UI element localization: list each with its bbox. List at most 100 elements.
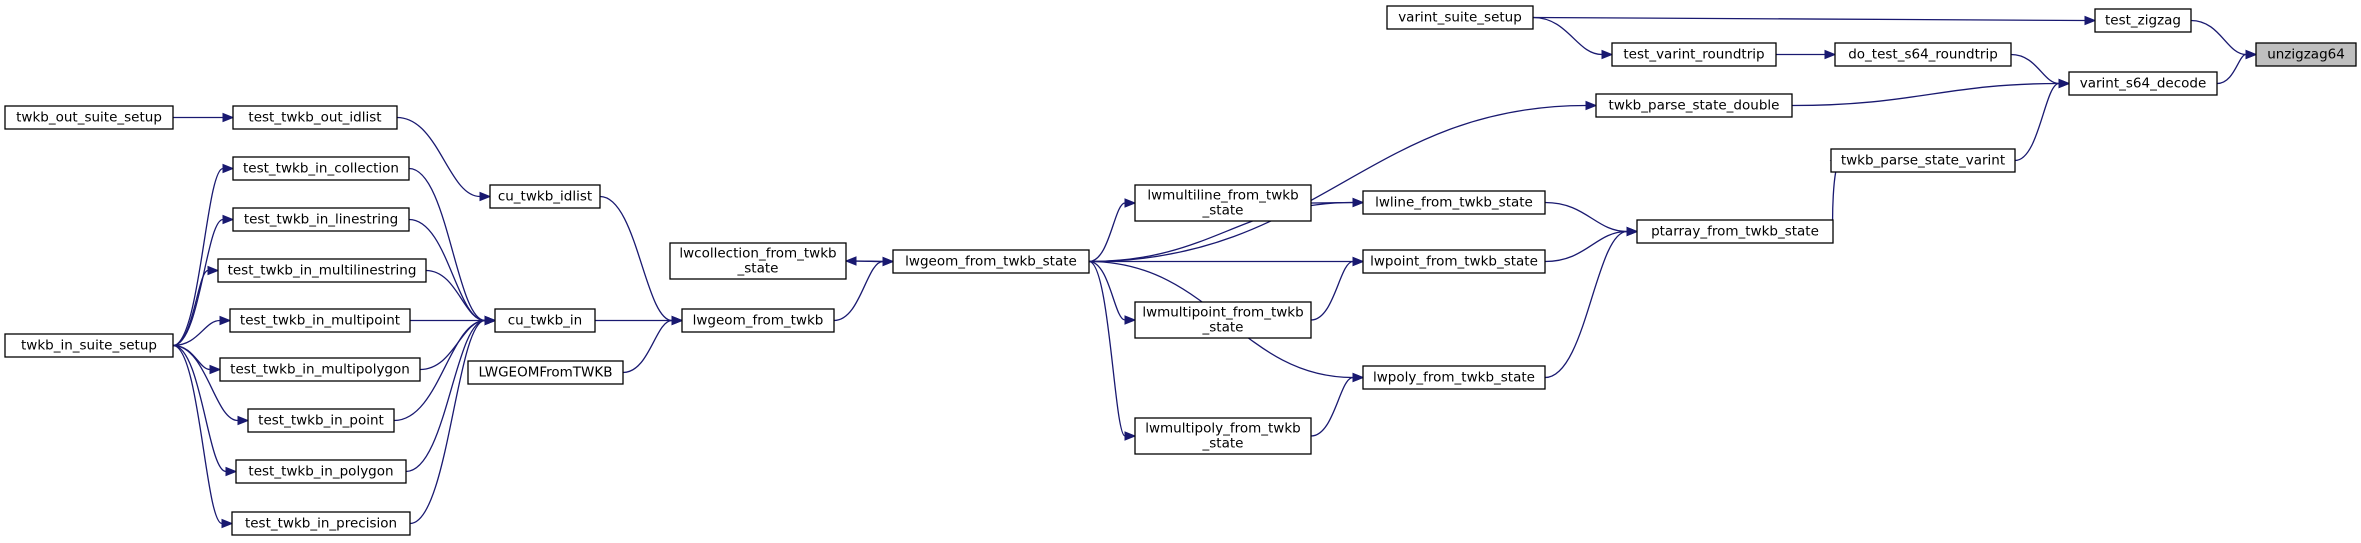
node-twkb_parse_state_double[interactable]: twkb_parse_state_double <box>1595 93 1793 118</box>
node-box <box>1386 5 1534 30</box>
node-box <box>1830 148 2016 173</box>
node-lwgeom_from_twkb_state[interactable]: lwgeom_from_twkb_state <box>892 249 1090 274</box>
edge-line <box>1088 201 1354 263</box>
node-test_twkb_in_polygon[interactable]: test_twkb_in_polygon <box>235 459 407 484</box>
edge-line <box>622 319 673 374</box>
arrowhead-icon <box>1124 431 1137 441</box>
node-box <box>494 308 596 333</box>
node-test_twkb_in_multipoint[interactable]: test_twkb_in_multipoint <box>229 308 411 333</box>
node-twkb_in_suite_setup[interactable]: twkb_in_suite_setup <box>4 333 174 358</box>
node-lwpoly_from_twkb_state[interactable]: lwpoly_from_twkb_state <box>1362 365 1546 390</box>
edge-test_twkb_in_collection-to-cu_twkb_in <box>408 167 497 326</box>
node-lwpoint_from_twkb_state[interactable]: lwpoint_from_twkb_state <box>1362 249 1546 274</box>
edge-varint_suite_setup-to-test_varint_roundtrip <box>1532 16 1614 60</box>
node-box <box>4 105 174 130</box>
arrowhead-icon <box>1601 49 1614 60</box>
edge-line <box>1544 201 1628 233</box>
node-label: twkb_out_suite_setup <box>16 110 162 126</box>
node-label: lwline_from_twkb_state <box>1375 195 1533 211</box>
node-label: lwmultiline_from_twkb <box>1147 188 1298 204</box>
edge-twkb_in_suite_setup-to-test_twkb_in_polygon <box>172 344 238 477</box>
arrowhead-icon <box>207 265 220 276</box>
edge-lwpoly_from_twkb_state-to-ptarray_from_twkb_state <box>1544 226 1639 379</box>
edge-lwgeom_from_twkb-to-lwgeom_from_twkb_state <box>833 256 895 322</box>
node-box <box>1611 42 1777 67</box>
node-unzigzag64[interactable]: unzigzag64 <box>2255 42 2357 67</box>
node-LWGEOMFromTWKB[interactable]: LWGEOMFromTWKB <box>467 360 624 385</box>
node-label: test_twkb_in_point <box>258 413 384 429</box>
edge-line <box>1088 260 1126 321</box>
node-test_twkb_out_idlist[interactable]: test_twkb_out_idlist <box>232 105 398 130</box>
arrowhead-icon <box>1585 100 1598 111</box>
arrowhead-icon <box>484 315 497 326</box>
node-box <box>231 511 411 536</box>
arrowhead-icon <box>225 466 238 477</box>
node-box <box>4 333 174 358</box>
node-label: test_twkb_in_polygon <box>248 464 393 480</box>
node-test_twkb_in_collection[interactable]: test_twkb_in_collection <box>232 156 410 181</box>
node-box <box>1134 301 1312 339</box>
edge-line <box>405 319 486 473</box>
arrowhead-icon <box>1352 197 1365 208</box>
node-lwcollection_from_twkb_state[interactable]: lwcollection_from_twkb_state <box>669 242 847 280</box>
edges-layer <box>172 15 2258 529</box>
node-lwgeom_from_twkb[interactable]: lwgeom_from_twkb <box>681 308 835 333</box>
edge-lwline_from_twkb_state-to-ptarray_from_twkb_state <box>1544 201 1639 237</box>
node-box <box>219 357 421 382</box>
node-label: LWGEOMFromTWKB <box>478 365 612 381</box>
node-lwmultipoint_from_twkb_state[interactable]: lwmultipoint_from_twkb_state <box>1134 301 1312 339</box>
node-box <box>217 258 427 283</box>
edge-twkb_in_suite_setup-to-test_twkb_in_multipoint <box>172 315 232 347</box>
node-box <box>1595 93 1793 118</box>
node-box <box>2255 42 2357 67</box>
node-cu_twkb_idlist[interactable]: cu_twkb_idlist <box>489 184 601 209</box>
arrowhead-icon <box>222 163 235 174</box>
node-test_twkb_in_multilinestring[interactable]: test_twkb_in_multilinestring <box>217 258 427 283</box>
arrowhead-icon <box>222 112 235 123</box>
node-twkb_parse_state_varint[interactable]: twkb_parse_state_varint <box>1830 148 2016 173</box>
node-test_twkb_in_precision[interactable]: test_twkb_in_precision <box>231 511 411 536</box>
arrowhead-icon <box>2058 78 2071 89</box>
node-label: _state <box>737 261 779 277</box>
node-lwmultipoly_from_twkb_state[interactable]: lwmultipoly_from_twkb_state <box>1134 417 1312 455</box>
node-test_twkb_in_linestring[interactable]: test_twkb_in_linestring <box>232 207 410 232</box>
edge-varint_s64_decode-to-unzigzag64 <box>2216 49 2258 85</box>
node-box <box>247 408 395 433</box>
edge-line <box>833 260 884 322</box>
node-cu_twkb_in[interactable]: cu_twkb_in <box>494 308 596 333</box>
edge-line <box>172 269 209 347</box>
edge-line <box>599 195 673 322</box>
edge-line <box>2014 82 2060 162</box>
node-varint_suite_setup[interactable]: varint_suite_setup <box>1386 5 1534 30</box>
edge-line <box>1310 260 1354 321</box>
node-lwmultiline_from_twkb_state[interactable]: lwmultiline_from_twkb_state <box>1134 184 1312 222</box>
node-label: test_twkb_in_linestring <box>244 212 398 228</box>
node-box <box>1362 190 1546 215</box>
edge-line <box>408 167 486 322</box>
node-box <box>229 308 411 333</box>
node-twkb_out_suite_setup[interactable]: twkb_out_suite_setup <box>4 105 174 130</box>
node-box <box>489 184 601 209</box>
node-label: twkb_parse_state_varint <box>1841 153 2005 169</box>
edge-test_twkb_out_idlist-to-cu_twkb_idlist <box>396 116 492 202</box>
node-box <box>2094 8 2192 33</box>
edge-line <box>172 344 223 525</box>
nodes-layer: unzigzag64 test_zigzag varint_s64_decode va… <box>4 5 2357 536</box>
node-box <box>892 249 1090 274</box>
node-test_twkb_in_point[interactable]: test_twkb_in_point <box>247 408 395 433</box>
node-ptarray_from_twkb_state[interactable]: ptarray_from_twkb_state <box>1636 219 1834 244</box>
edge-twkb_in_suite_setup-to-test_twkb_in_point <box>172 344 250 426</box>
arrowhead-icon <box>1626 226 1639 237</box>
edge-line <box>425 269 486 322</box>
node-do_test_s64_roundtrip[interactable]: do_test_s64_roundtrip <box>1834 42 2012 67</box>
node-test_zigzag[interactable]: test_zigzag <box>2094 8 2192 33</box>
node-test_varint_roundtrip[interactable]: test_varint_roundtrip <box>1611 42 1777 67</box>
node-box <box>681 308 835 333</box>
edge-test_twkb_in_precision-to-cu_twkb_in <box>409 315 497 525</box>
node-box <box>1134 184 1312 222</box>
edge-lwgeom_from_twkb_state-to-lwmultiline_from_twkb_state <box>1088 198 1137 263</box>
node-varint_s64_decode[interactable]: varint_s64_decode <box>2068 71 2218 96</box>
node-lwline_from_twkb_state[interactable]: lwline_from_twkb_state <box>1362 190 1546 215</box>
arrowhead-icon <box>1124 198 1137 208</box>
node-test_twkb_in_multipolygon[interactable]: test_twkb_in_multipolygon <box>219 357 421 382</box>
